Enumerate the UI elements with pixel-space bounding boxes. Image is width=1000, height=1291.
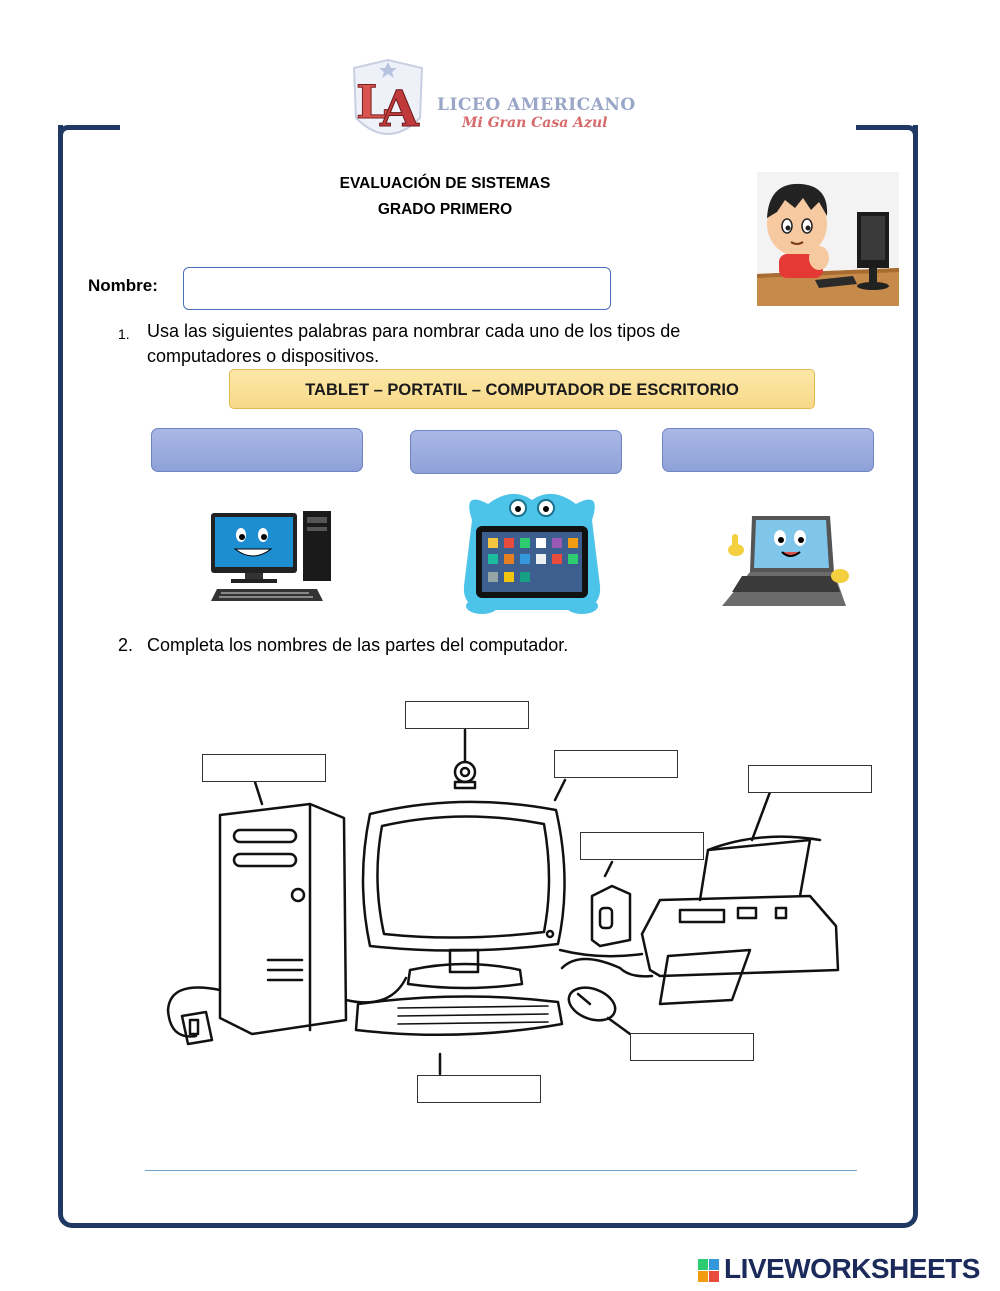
- school-shield-icon: L A: [352, 58, 424, 139]
- tablet-monster-picture: [452, 490, 612, 618]
- desktop-computer-picture: [205, 505, 335, 605]
- liveworksheets-icon: [698, 1259, 720, 1283]
- part-box-tower[interactable]: [202, 754, 326, 782]
- part-box-keyboard[interactable]: [417, 1075, 541, 1103]
- frame-top-right: [856, 125, 908, 130]
- answer-box-laptop[interactable]: [662, 428, 874, 472]
- school-logo: L A: [348, 58, 428, 148]
- part-box-webcam[interactable]: [405, 701, 529, 729]
- answer-box-tablet[interactable]: [410, 430, 622, 474]
- part-box-speaker[interactable]: [580, 832, 704, 860]
- name-input[interactable]: [183, 267, 611, 310]
- question-2-text: Completa los nombres de las partes del c…: [147, 635, 569, 655]
- page-subtitle: GRADO PRIMERO: [377, 201, 513, 218]
- boy-computer-illustration: [757, 172, 899, 306]
- svg-text:L: L: [356, 75, 388, 129]
- question-1-text-line2: computadores o dispositivos.: [147, 346, 380, 366]
- name-label: Nombre:: [88, 276, 158, 295]
- school-tagline: Mi Gran Casa Azul: [462, 115, 608, 131]
- page-title: EVALUACIÓN DE SISTEMAS: [339, 175, 551, 192]
- part-box-mouse[interactable]: [630, 1033, 754, 1061]
- frame-corner-left: [58, 125, 72, 139]
- school-name: LICEO AMERICANO: [437, 95, 636, 115]
- question-1-number: 1.: [118, 326, 130, 342]
- question-1-text-line1: Usa las siguientes palabras para nombrar…: [147, 321, 681, 341]
- answer-box-desktop[interactable]: [151, 428, 363, 472]
- bottom-rule: [145, 1170, 857, 1171]
- word-bank: TABLET – PORTATIL – COMPUTADOR DE ESCRIT…: [229, 369, 815, 409]
- frame-top-left: [68, 125, 120, 130]
- part-box-printer[interactable]: [748, 765, 872, 793]
- frame-corner-right: [904, 125, 918, 139]
- computer-parts-drawing: [160, 700, 850, 1100]
- liveworksheets-logo: LIVEWORKSHEETS: [724, 1253, 980, 1284]
- page-frame: [58, 125, 918, 1228]
- svg-text:A: A: [379, 79, 420, 138]
- laptop-picture: [722, 510, 852, 618]
- question-2-number: 2.: [118, 635, 134, 655]
- part-box-monitor[interactable]: [554, 750, 678, 778]
